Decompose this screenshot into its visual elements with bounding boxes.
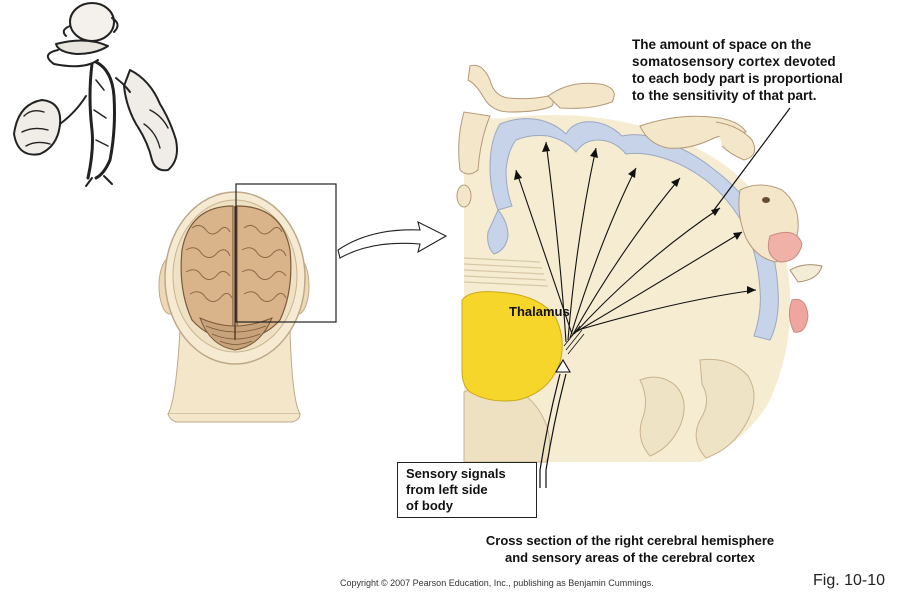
caption-line-1: The amount of space on the bbox=[632, 36, 894, 53]
cross-caption-line-1: Cross section of the right cerebral hemi… bbox=[420, 532, 840, 549]
figure-number: Fig. 10-10 bbox=[813, 572, 885, 590]
brain-cross-section bbox=[462, 115, 790, 488]
caption-line-3: to each body part is proportional bbox=[632, 70, 894, 87]
zoom-arrow bbox=[338, 222, 446, 258]
signal-line-1: Sensory signals bbox=[406, 466, 528, 482]
copyright-notice: Copyright © 2007 Pearson Education, Inc.… bbox=[340, 578, 654, 588]
caption-line-2-rest: devoted bbox=[784, 54, 836, 69]
signal-line-3: of body bbox=[406, 498, 528, 514]
caption-line-4: to the sensitivity of that part. bbox=[632, 87, 894, 104]
thalamus-label: Thalamus bbox=[509, 304, 570, 319]
signal-line-2: from left side bbox=[406, 482, 528, 498]
caption-line-2: somatosensory cortex devoted bbox=[632, 53, 894, 70]
cross-section-caption: Cross section of the right cerebral hemi… bbox=[420, 532, 840, 566]
head-back-view bbox=[159, 192, 309, 422]
sensory-signal-box: Sensory signals from left side of body bbox=[397, 462, 537, 518]
caption-bold-term: somatosensory cortex bbox=[632, 54, 780, 69]
cross-caption-line-2: and sensory areas of the cerebral cortex bbox=[420, 549, 840, 566]
homunculus-sketch bbox=[14, 3, 177, 186]
somatosensory-caption: The amount of space on the somatosensory… bbox=[632, 36, 894, 104]
